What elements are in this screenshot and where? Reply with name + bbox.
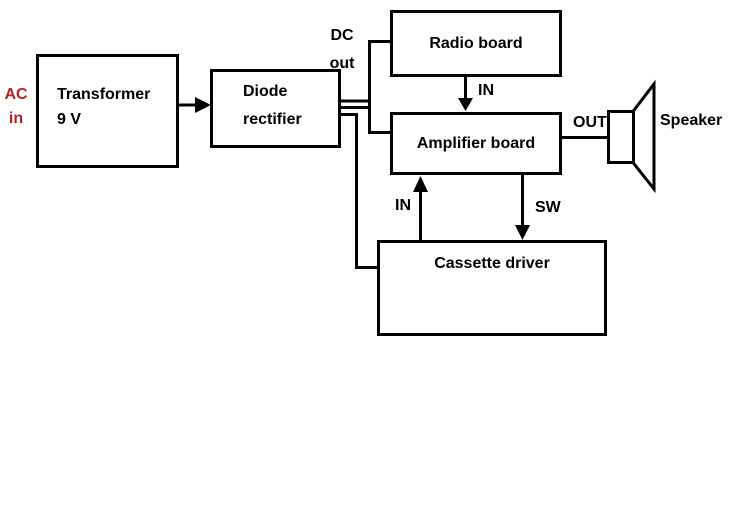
arrowhead-cassette-to-amplifier: [413, 176, 428, 192]
cassette-amp-in-label: IN: [395, 197, 411, 214]
transformer-label-line2: 9 V: [57, 111, 82, 128]
speaker-label: Speaker: [660, 112, 723, 129]
transformer-label-line1: Transformer: [57, 86, 151, 103]
diode-rectifier-label-line2: rectifier: [243, 111, 302, 128]
radio-board-label: Radio board: [429, 34, 523, 52]
dc-out-label: DC out: [322, 22, 362, 78]
arrowhead-amplifier-to-cassette-sw: [515, 225, 530, 240]
speaker-body-icon: [607, 110, 635, 164]
arrowhead-radio-to-amplifier: [458, 98, 473, 111]
cassette-driver-block: Cassette driver: [377, 240, 607, 336]
amp-out-label: OUT: [573, 114, 607, 131]
dc-out-label-line2: out: [329, 55, 355, 72]
amplifier-board-label: Amplifier board: [416, 134, 536, 152]
ac-in-label: AC in: [0, 83, 32, 131]
transformer-block: Transformer 9 V: [36, 54, 179, 168]
ac-in-label-line2: in: [8, 110, 24, 127]
dc-out-label-line1: DC: [330, 27, 354, 44]
radio-board-block: Radio board: [390, 10, 562, 77]
cassette-driver-label: Cassette driver: [434, 255, 550, 272]
amp-cassette-sw-label: SW: [535, 199, 561, 216]
speaker-horn-icon: [631, 79, 656, 194]
diode-rectifier-block: Diode rectifier: [210, 69, 341, 148]
amplifier-board-block: Amplifier board: [390, 112, 562, 175]
ac-in-label-line1: AC: [4, 86, 28, 103]
radio-amp-in-label: IN: [478, 82, 494, 99]
diode-rectifier-label-line1: Diode: [243, 83, 288, 100]
arrowhead-transformer-to-rectifier: [195, 97, 211, 113]
